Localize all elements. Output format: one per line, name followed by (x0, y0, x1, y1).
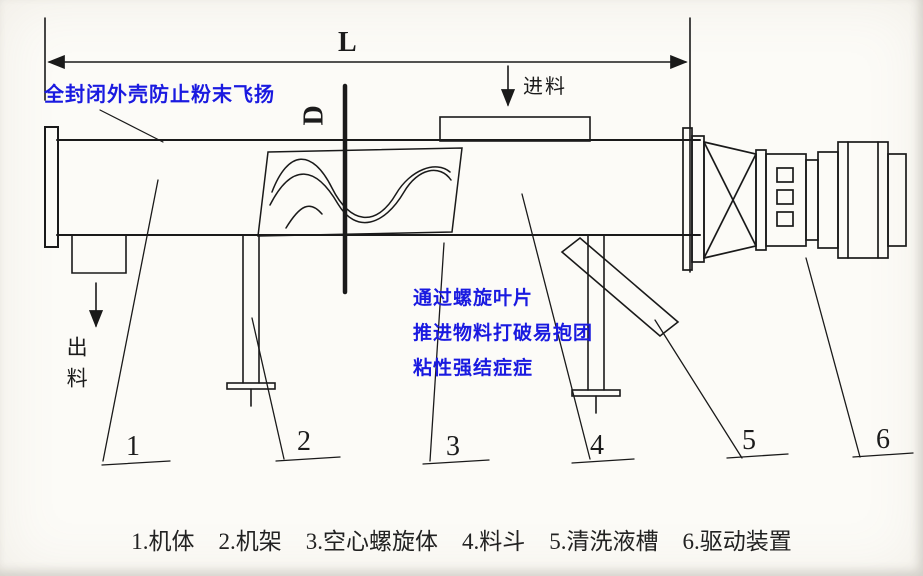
caption-item: 5.清洗液槽 (549, 529, 659, 554)
part-number-5: 5 (742, 425, 756, 456)
caption-item: 2.机架 (218, 529, 282, 554)
discharge-chute (71, 234, 127, 328)
screw-note-line1: 通过螺旋叶片 (413, 288, 534, 309)
part-number-6: 6 (876, 424, 890, 455)
top-note-leader (99, 109, 164, 143)
support-legs (226, 234, 621, 414)
diameter-label: D (298, 105, 330, 126)
enclosed-shell-note: 全封闭外壳防止粉末飞扬 (44, 84, 275, 106)
caption: 1.机体 2.机架 3.空心螺旋体 4.料斗 5.清洗液槽 6.驱动装置 (0, 522, 923, 556)
conveyor-body (44, 126, 701, 248)
screw-section (257, 147, 463, 237)
feed-label: 进料 (523, 76, 567, 98)
screw-note-line3: 粘性强结症症 (413, 358, 534, 379)
discharge-label: 出料 (64, 336, 89, 398)
drive-unit (682, 127, 907, 271)
feed-hopper (439, 65, 591, 142)
cleaning-tank (560, 236, 680, 338)
caption-item: 6.驱动装置 (682, 529, 792, 554)
part-number-3: 3 (446, 431, 460, 462)
caption-item: 1.机体 (131, 529, 195, 554)
part-number-4: 4 (590, 430, 604, 461)
part-number-1: 1 (126, 431, 140, 462)
part-number-2: 2 (297, 426, 311, 457)
part-leader-lines (101, 179, 914, 466)
screw-note-line2: 推进物料打破易抱团 (413, 323, 594, 344)
length-label: L (338, 27, 357, 58)
screw-note: 通过螺旋叶片 推进物料打破易抱团 粘性强结症症 (413, 281, 593, 386)
caption-item: 3.空心螺旋体 (305, 529, 438, 554)
length-dimension (44, 17, 691, 273)
caption-item: 4.料斗 (462, 529, 526, 554)
